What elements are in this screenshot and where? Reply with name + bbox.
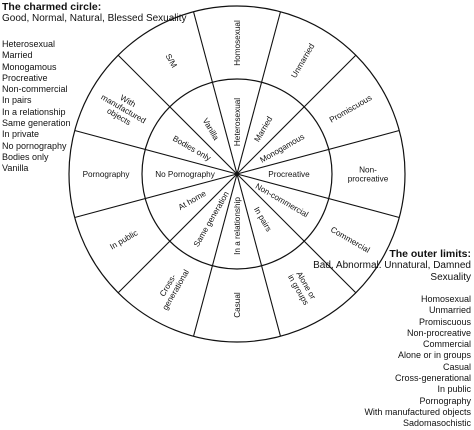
charmed-circle-item: Non-commercial [2,84,68,95]
outer-limits-item: With manufactured objects [364,406,471,417]
inner-segment-label: Procreative [268,170,310,179]
outer-limits-item: Unmarried [428,305,471,316]
outer-limits-item: Casual [442,361,471,372]
outer-segment-label: Non-procreative [348,166,389,184]
outer-limits-item: Alone or in groups [397,350,471,361]
spoke-line [236,11,282,175]
outer-limits-item: Cross-generational [394,373,471,384]
inner-segment-label: No Pornography [155,170,216,179]
charmed-circle-item: Vanilla [2,163,29,174]
inner-segment-label: At home [177,189,208,212]
charmed-circle-item: Married [2,50,33,61]
spoke-line [236,173,282,337]
outer-limits-item: Homosexual [420,294,471,304]
outer-limits-heading: The outer limits: [389,248,471,260]
inner-segment-label: Heterosexual [233,98,242,146]
spoke-line [192,173,238,337]
charmed-circle-item: No pornography [2,140,67,151]
spoke-line [236,129,400,175]
charmed-circle-item: Same generation [2,118,71,129]
spoke-line [117,173,238,294]
inner-segment-label: In pairs [252,205,273,233]
outer-limits-legend: The outer limits: Bad, Abnormal. Unnatur… [281,248,471,430]
inner-segment-label: Monogamous [259,132,306,165]
outer-segment-label: Casual [233,292,242,318]
wheel-spokes [74,11,400,337]
spoke-line [74,129,238,175]
spoke-line [236,173,400,219]
spoke-line [236,173,357,294]
outer-limits-item: Commercial [422,339,471,350]
outer-segment-label: Unmarried [289,42,316,80]
charmed-circle-item: Procreative [2,72,48,83]
outer-segment-label: Pornography [83,170,131,179]
outer-segment-label: Homosexual [233,20,242,66]
charmed-circle-item: Heterosexual [2,39,56,49]
charmed-circle-item: Monogamous [2,61,57,72]
charmed-circle-item: In pairs [2,95,32,106]
outer-limits-item: Promiscuous [418,316,471,327]
inner-segment-label: In a relationship [233,197,242,255]
charmed-circle-heading: The charmed circle: [2,1,102,13]
outer-limits-item: Non-procreative [406,327,471,338]
spoke-line [74,173,238,219]
spoke-line [117,54,238,175]
outer-segment-label: Promiscuous [328,93,373,124]
spoke-line [236,54,357,175]
charmed-circle-item: Bodies only [2,151,49,162]
charmed-circle-legend: The charmed circle: Good, Normal, Natura… [2,1,212,175]
spoke-line [192,11,238,175]
charmed-circle-item: In a relationship [2,106,66,117]
outer-limits-item: Pornography [419,395,471,406]
outer-segment-label: In public [108,228,139,251]
outer-segment-label: Cross-generational [153,263,191,311]
outer-limits-item: Sadomasochistic [402,418,471,429]
outer-limits-subheading: Bad, Abnormal. Unnatural, Damned Sexuali… [313,260,471,283]
charmed-circle-subheading: Good, Normal, Natural, Blessed Sexuality [2,13,187,24]
inner-circle [141,78,333,270]
outer-limits-item: In public [437,384,471,395]
outer-circle [68,5,406,343]
charmed-circle-item: In private [2,129,40,140]
